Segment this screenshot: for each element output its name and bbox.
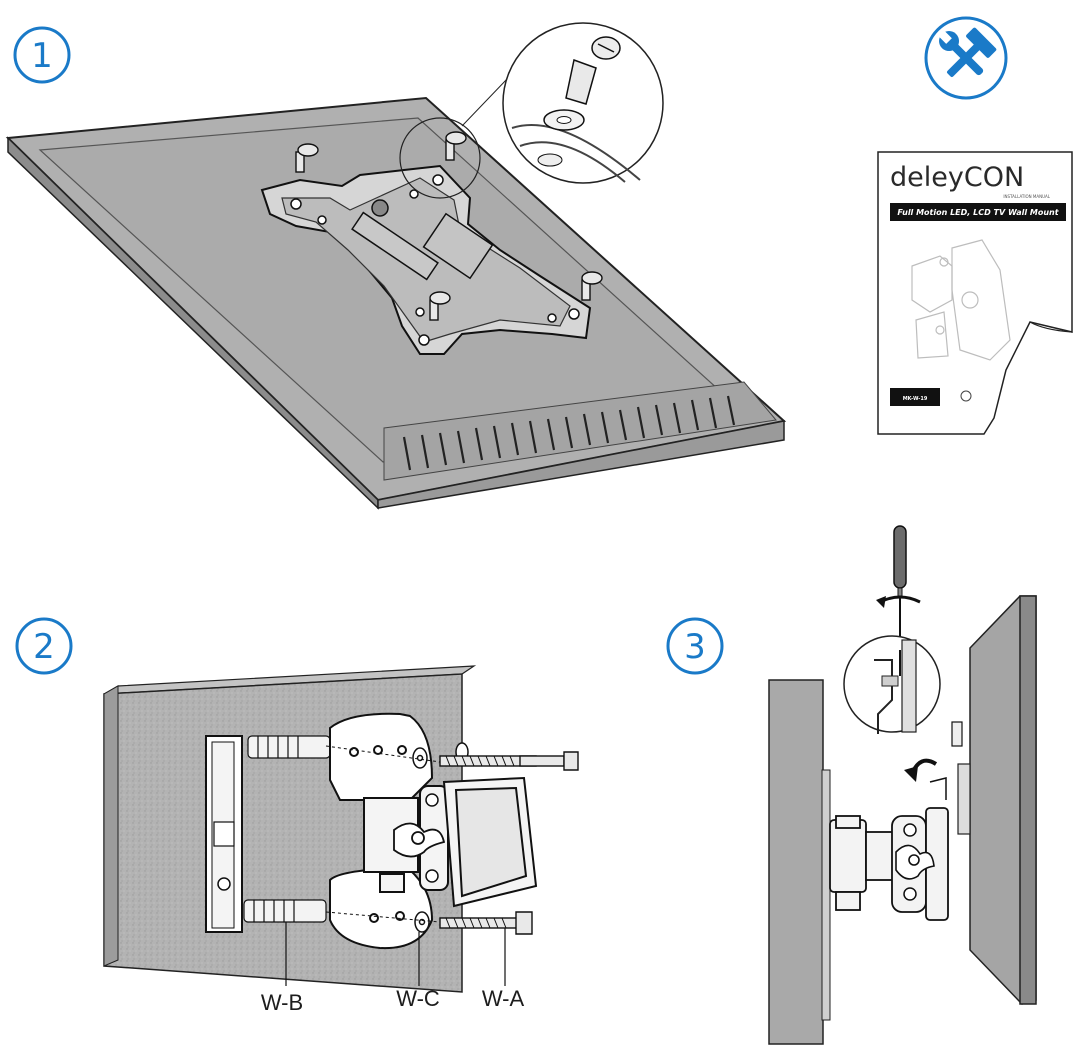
mounting-screws <box>295 131 603 321</box>
screw-detail-zoom <box>502 22 664 184</box>
step-2-illustration: W-B W-C W-A <box>103 665 579 1015</box>
manual-subtitle: INSTALLATION MANUAL <box>1003 194 1050 199</box>
step-3-badge: 3 <box>666 617 724 675</box>
step-1-illustration <box>5 22 787 510</box>
manual-brand: deleyCON <box>890 162 1024 193</box>
tightening-detail-zoom <box>843 635 941 734</box>
part-label-w-c: W-C <box>396 986 440 1011</box>
manual-title: Full Motion LED, LCD TV Wall Mount <box>897 208 1059 217</box>
part-label-w-a: W-A <box>482 986 525 1011</box>
wing-nut-side <box>895 844 935 880</box>
vent-slots <box>402 395 736 471</box>
vesa-mount-plate <box>260 164 592 355</box>
installation-manual: deleyCON INSTALLATION MANUAL Full Motion… <box>877 151 1073 435</box>
manual-model: MK-W-19 <box>903 396 928 402</box>
wing-nut <box>393 822 446 858</box>
hammer-wrench-icon <box>924 16 1008 100</box>
step-1-badge: 1 <box>13 26 71 84</box>
step-2-number: 2 <box>33 627 55 667</box>
step-1-number: 1 <box>31 36 53 76</box>
part-label-w-b: W-B <box>261 990 303 1015</box>
step-3-illustration <box>768 525 1037 1045</box>
step-3-number: 3 <box>684 627 706 667</box>
step-2-badge: 2 <box>15 617 73 675</box>
